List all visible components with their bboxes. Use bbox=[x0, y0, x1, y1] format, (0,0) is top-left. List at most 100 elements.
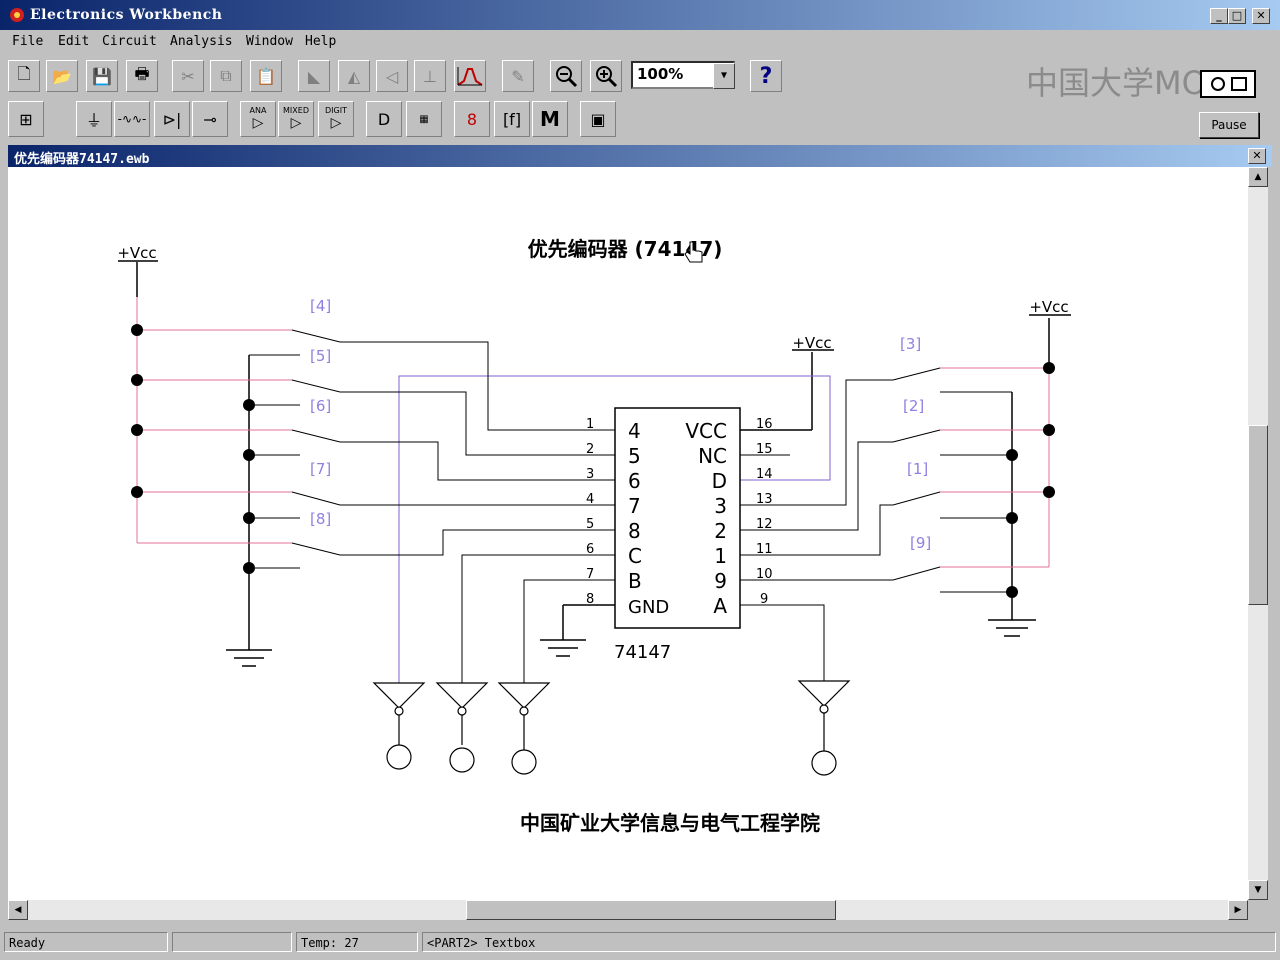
pin-label: B bbox=[628, 569, 642, 593]
vcc-label-chip: +Vcc bbox=[792, 334, 831, 352]
status-blank bbox=[172, 932, 292, 952]
logic-gates-bin-icon[interactable]: D bbox=[366, 101, 402, 137]
menu-help[interactable]: Help bbox=[305, 34, 337, 49]
mixed-ics-bin-icon[interactable]: MIXED▷ bbox=[278, 101, 314, 137]
pin-number: 11 bbox=[756, 542, 773, 557]
menu-edit[interactable]: Edit bbox=[58, 34, 90, 49]
close-button[interactable]: ✕ bbox=[1252, 8, 1270, 24]
flip-vertical-icon[interactable]: ◭ bbox=[338, 60, 370, 92]
pin-label: 6 bbox=[628, 469, 641, 493]
schematic-canvas[interactable]: 优先编码器 (74147) 中国矿业大学信息与电气工程学院 +Vcc +Vcc … bbox=[8, 167, 1248, 900]
flip-horizontal-icon[interactable]: ◁ bbox=[376, 60, 408, 92]
pin-number: 4 bbox=[586, 492, 594, 507]
cut-icon[interactable]: ✂ bbox=[172, 60, 204, 92]
pin-number: 7 bbox=[586, 567, 594, 582]
pause-button[interactable]: Pause bbox=[1199, 112, 1259, 138]
switch-key-label: [9] bbox=[910, 534, 931, 552]
digital-bin-icon[interactable]: ▦ bbox=[406, 101, 442, 137]
zoom-out-icon[interactable] bbox=[550, 60, 582, 92]
maximize-button[interactable]: □ bbox=[1228, 8, 1246, 24]
horizontal-scrollbar[interactable]: ◀ ▶ bbox=[8, 900, 1248, 920]
sources-bin-icon[interactable]: ⏚ bbox=[76, 101, 112, 137]
scroll-up-icon[interactable]: ▲ bbox=[1248, 167, 1268, 187]
vcc-label-left: +Vcc bbox=[117, 244, 156, 262]
graph-icon[interactable] bbox=[454, 60, 486, 92]
misc-bin-icon[interactable]: M bbox=[532, 101, 568, 137]
vertical-scroll-thumb[interactable] bbox=[1248, 425, 1268, 605]
vertical-scrollbar[interactable]: ▲ ▼ bbox=[1248, 167, 1268, 900]
switch-key-label: [3] bbox=[900, 335, 921, 353]
pin-label: D bbox=[712, 469, 727, 493]
favorites-bin-icon[interactable]: ⊞ bbox=[8, 101, 44, 137]
open-file-icon[interactable]: 📂 bbox=[46, 60, 78, 92]
pin-label: 1 bbox=[714, 544, 727, 568]
hand-cursor-icon bbox=[684, 241, 703, 263]
indicators-bin-icon[interactable]: 8 bbox=[454, 101, 490, 137]
diodes-bin-icon[interactable]: ⊳| bbox=[154, 101, 190, 137]
switch-key-label: [1] bbox=[907, 460, 928, 478]
help-button[interactable]: ? bbox=[750, 60, 782, 92]
switch-key-label: [5] bbox=[310, 347, 331, 365]
mixed-bin-label: MIXED bbox=[283, 106, 309, 115]
zoom-in-icon[interactable] bbox=[590, 60, 622, 92]
scroll-right-icon[interactable]: ▶ bbox=[1228, 900, 1248, 920]
pin-number: 15 bbox=[756, 442, 773, 457]
pin-number: 6 bbox=[586, 542, 594, 557]
pin-label: 5 bbox=[628, 444, 641, 468]
subcircuit-icon[interactable]: ⊥ bbox=[414, 60, 446, 92]
analog-ics-bin-icon[interactable]: ANA▷ bbox=[240, 101, 276, 137]
chevron-down-icon[interactable]: ▼ bbox=[713, 63, 735, 89]
chip-name: 74147 bbox=[614, 642, 671, 663]
paste-icon[interactable]: 📋 bbox=[250, 60, 282, 92]
copy-icon[interactable]: ⧉ bbox=[210, 60, 242, 92]
menu-bar: File Edit Circuit Analysis Window Help bbox=[0, 30, 1280, 54]
pin-number: 8 bbox=[586, 592, 594, 607]
switch-key-label: [7] bbox=[310, 460, 331, 478]
document-close-button[interactable]: ✕ bbox=[1248, 148, 1266, 164]
component-properties-icon[interactable]: ✎ bbox=[502, 60, 534, 92]
horizontal-scroll-thumb[interactable] bbox=[466, 900, 836, 920]
digital-ics-bin-icon[interactable]: DIGIT▷ bbox=[318, 101, 354, 137]
pin-label: 3 bbox=[714, 494, 727, 518]
pin-number: 1 bbox=[586, 417, 594, 432]
pin-number: 13 bbox=[756, 492, 773, 507]
switch-key-label: [6] bbox=[310, 397, 331, 415]
vcc-label-right: +Vcc bbox=[1029, 298, 1068, 316]
instruments-bin-icon[interactable]: ▣ bbox=[580, 101, 616, 137]
power-switch-icon[interactable] bbox=[1200, 70, 1256, 98]
title-bar: Electronics Workbench _ □ ✕ bbox=[0, 0, 1280, 30]
minimize-button[interactable]: _ bbox=[1210, 8, 1228, 24]
pin-number: 3 bbox=[586, 467, 594, 482]
print-icon[interactable]: 🖶 bbox=[126, 60, 158, 92]
analog-bin-label: ANA bbox=[249, 106, 267, 115]
save-icon[interactable]: 💾 bbox=[86, 60, 118, 92]
pin-label: 2 bbox=[714, 519, 727, 543]
pin-number: 12 bbox=[756, 517, 773, 532]
chip-74147 bbox=[614, 407, 741, 629]
pin-number: 5 bbox=[586, 517, 594, 532]
menu-circuit[interactable]: Circuit bbox=[102, 34, 157, 49]
scroll-left-icon[interactable]: ◀ bbox=[8, 900, 28, 920]
controls-bin-icon[interactable]: [f] bbox=[494, 101, 530, 137]
rotate-icon[interactable]: ◣ bbox=[298, 60, 330, 92]
transistors-bin-icon[interactable]: ⊸ bbox=[192, 101, 228, 137]
menu-analysis[interactable]: Analysis bbox=[170, 34, 233, 49]
basic-bin-icon[interactable]: -∿∿- bbox=[114, 101, 150, 137]
menu-file[interactable]: File bbox=[12, 34, 44, 49]
new-file-icon[interactable]: 🗋 bbox=[8, 60, 40, 92]
switch-key-label: [2] bbox=[903, 397, 924, 415]
pin-number: 9 bbox=[760, 592, 768, 607]
pin-label: 9 bbox=[714, 569, 727, 593]
pin-label: VCC bbox=[685, 419, 727, 443]
document-title-bar: 优先编码器74147.ewb ✕ bbox=[8, 145, 1272, 167]
status-ready: Ready bbox=[4, 932, 168, 952]
schematic-diagram: 优先编码器 (74147) 中国矿业大学信息与电气工程学院 +Vcc +Vcc … bbox=[117, 237, 1071, 835]
app-icon[interactable] bbox=[8, 7, 26, 23]
scroll-down-icon[interactable]: ▼ bbox=[1248, 880, 1268, 900]
pin-number: 10 bbox=[756, 567, 773, 582]
app-title: Electronics Workbench bbox=[30, 7, 223, 23]
menu-window[interactable]: Window bbox=[246, 34, 293, 49]
status-bar: Ready Temp: 27 <PART2> Textbox bbox=[0, 928, 1280, 960]
